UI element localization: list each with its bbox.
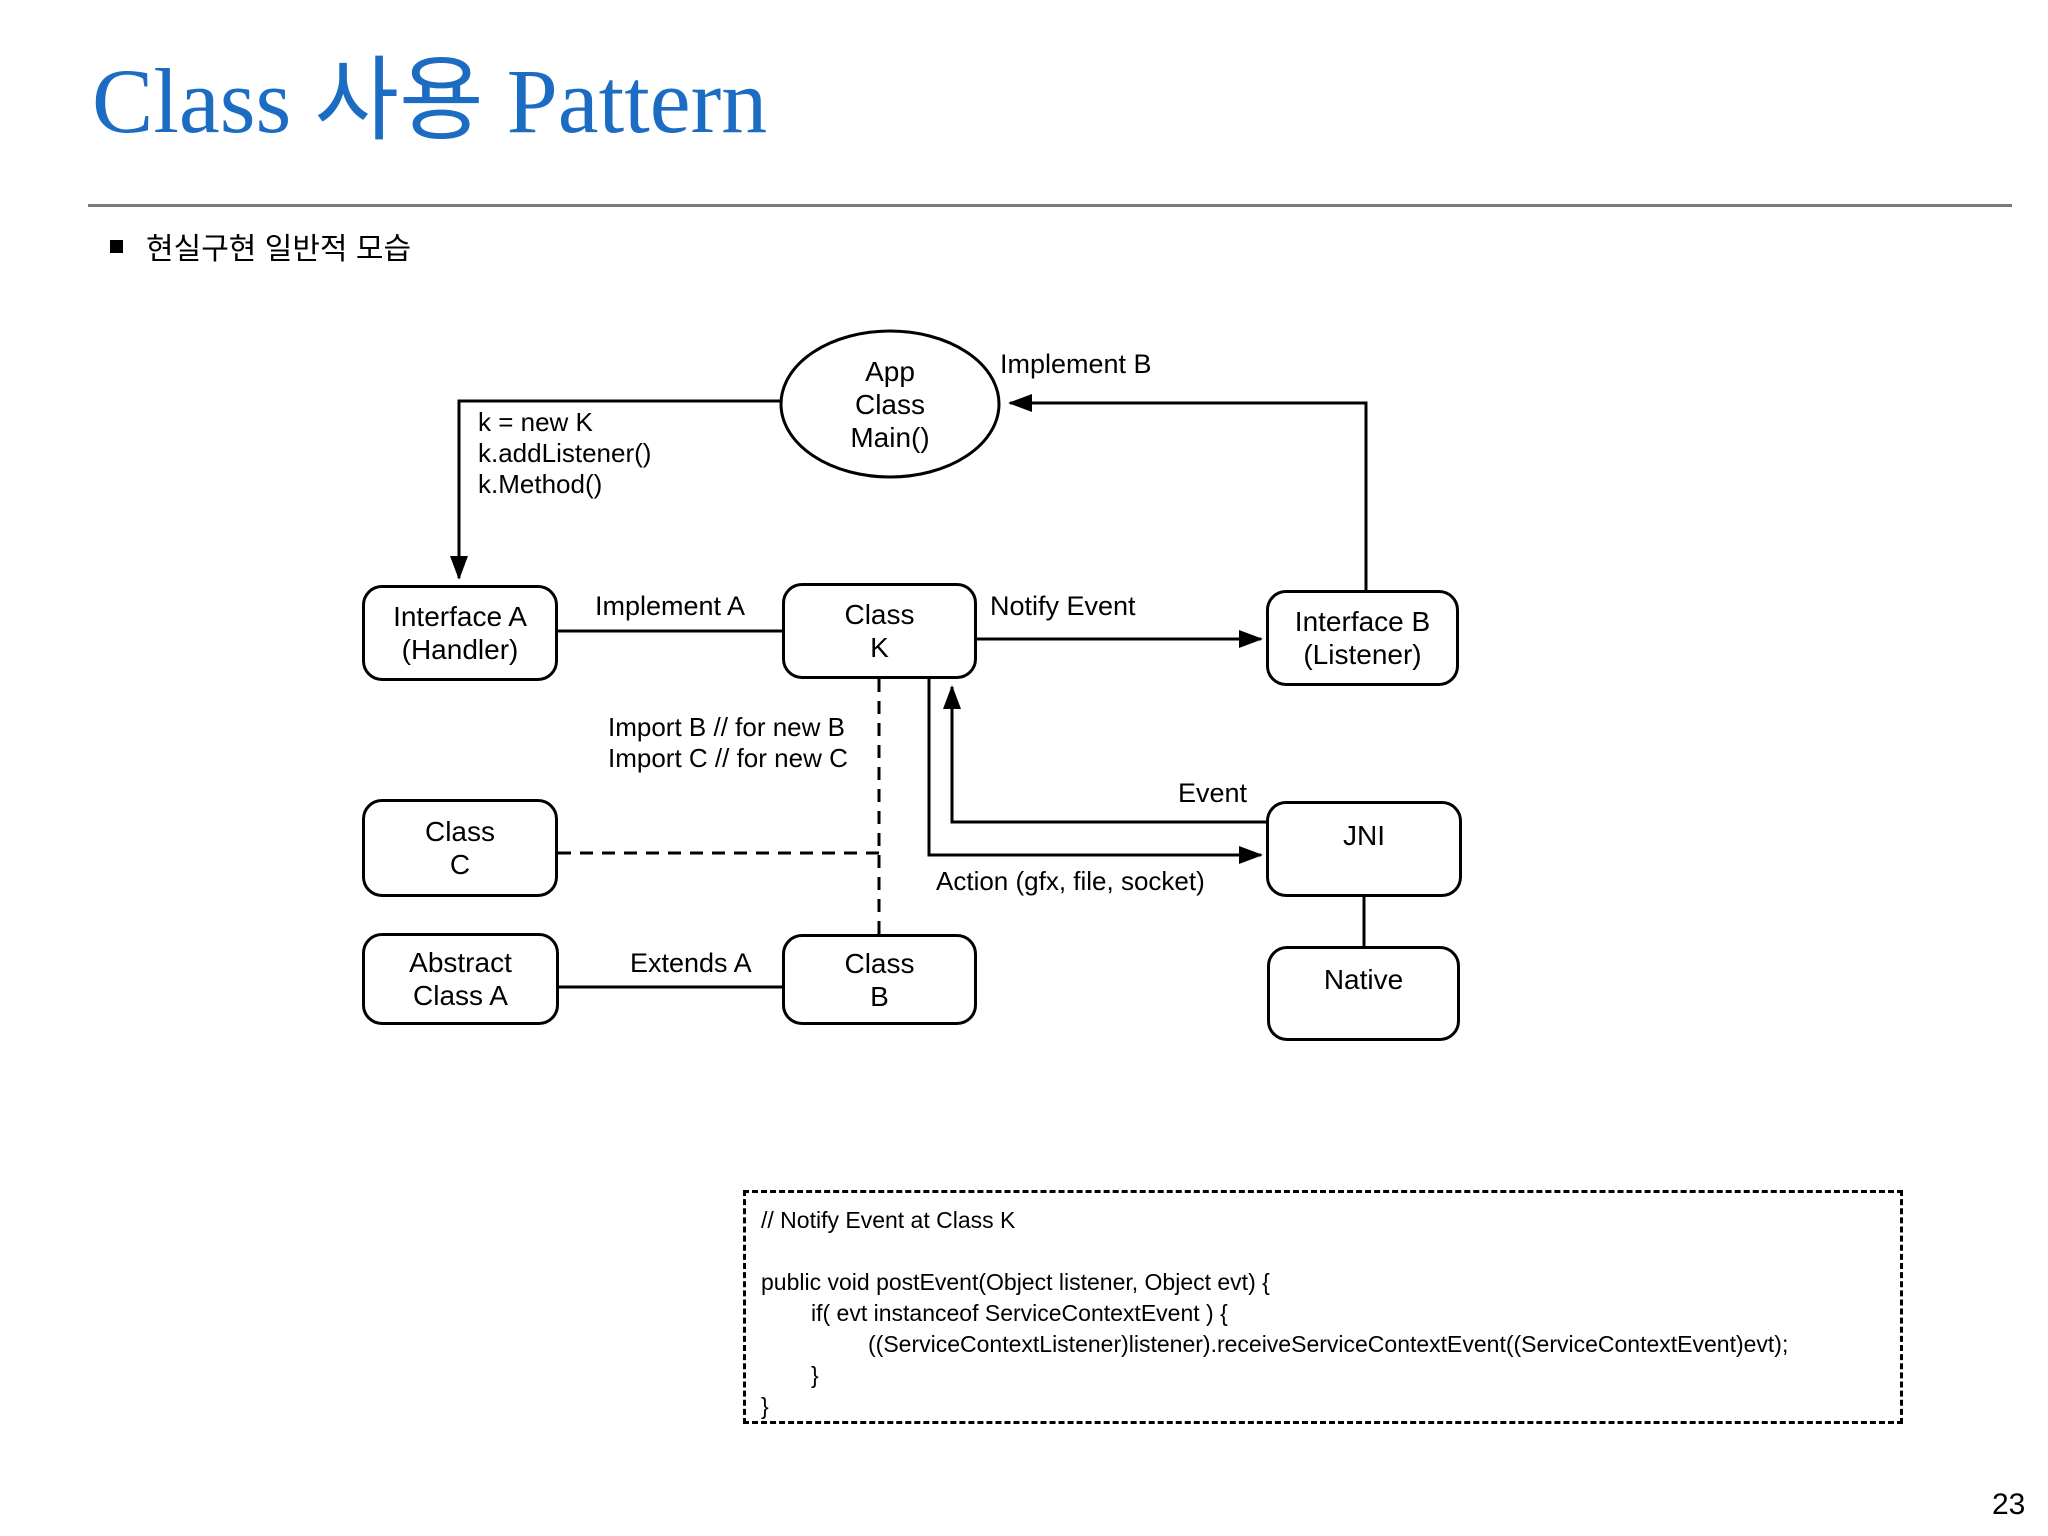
bullet-icon (110, 240, 123, 253)
node-jni-line1: JNI (1343, 819, 1385, 851)
page-number: 23 (1992, 1488, 2026, 1521)
label-notify-event: Notify Event (990, 591, 1136, 621)
node-interface-b-line2: (Listener) (1303, 639, 1422, 670)
node-class-c-line1: Class (424, 816, 495, 847)
node-app-line3: Main() (850, 421, 930, 453)
arrow-action-to-jni (927, 679, 1263, 864)
code-line-blank (761, 1236, 1890, 1267)
node-jni: JNI (1266, 801, 1462, 897)
label-action: Action (gfx, file, socket) (936, 866, 1205, 896)
code-line-close1: } (811, 1362, 819, 1388)
node-class-b: Class B (782, 934, 977, 1025)
label-k-usage-line2: k.addListener() (478, 438, 652, 468)
node-class-b-line2: B (870, 980, 889, 1012)
page-title: Class 사용 Pattern (92, 50, 768, 152)
code-line-close2: } (761, 1393, 769, 1419)
node-interface-a: Interface A (Handler) (362, 585, 558, 681)
node-class-c: Class C (362, 799, 558, 897)
app-class-main-ellipse (779, 329, 1001, 479)
label-implement-b: Implement B (1000, 349, 1152, 379)
title-divider (88, 204, 2012, 207)
node-interface-b-line1: Interface B (1294, 606, 1431, 637)
code-line-comment: // Notify Event at Class K (761, 1207, 1016, 1233)
label-import-b: Import B // for new B (608, 712, 845, 742)
node-class-c-line2: C (449, 849, 471, 880)
node-interface-a-line2: (Handler) (401, 634, 519, 665)
label-imports: Import B // for new B Import C // for ne… (608, 712, 848, 774)
arrow-implement-b-to-app (1008, 394, 1368, 590)
node-app-class-main: App Class Main() (782, 334, 998, 474)
label-k-usage-line3: k.Method() (478, 469, 603, 499)
label-extends-a: Extends A (630, 948, 752, 978)
node-class-k-line2: K (870, 632, 889, 663)
node-app-line1: App (865, 355, 915, 387)
node-abstract-class-a: Abstract Class A (362, 933, 559, 1025)
label-import-c: Import C // for new C (608, 743, 848, 773)
arrow-app-to-interface-a (450, 399, 782, 580)
node-class-b-line1: Class (844, 947, 915, 979)
node-class-k-line1: Class (844, 599, 915, 630)
label-k-usage-line1: k = new K (478, 407, 593, 437)
node-interface-b: Interface B (Listener) (1266, 590, 1459, 686)
node-interface-a-line1: Interface A (393, 601, 527, 632)
node-class-k: Class K (782, 583, 977, 679)
label-k-usage: k = new K k.addListener() k.Method() (478, 407, 651, 500)
arrow-event-to-class-k (943, 685, 1266, 824)
code-line-call: ((ServiceContextListener)listener).recei… (868, 1331, 1789, 1357)
code-line-if: if( evt instanceof ServiceContextEvent )… (811, 1300, 1228, 1326)
code-line-method: public void postEvent(Object listener, O… (761, 1269, 1270, 1295)
label-event: Event (1178, 778, 1248, 808)
node-native: Native (1267, 946, 1460, 1041)
node-abstract-class-a-line2: Class A (413, 980, 508, 1011)
code-snippet-box: // Notify Event at Class K public void p… (743, 1190, 1903, 1424)
node-abstract-class-a-line1: Abstract (409, 947, 512, 978)
bullet-text: 현실구현 일반적 모습 (146, 233, 412, 266)
node-native-line1: Native (1323, 964, 1404, 995)
label-implement-a: Implement A (595, 591, 746, 621)
node-app-line2: Class (854, 388, 925, 420)
